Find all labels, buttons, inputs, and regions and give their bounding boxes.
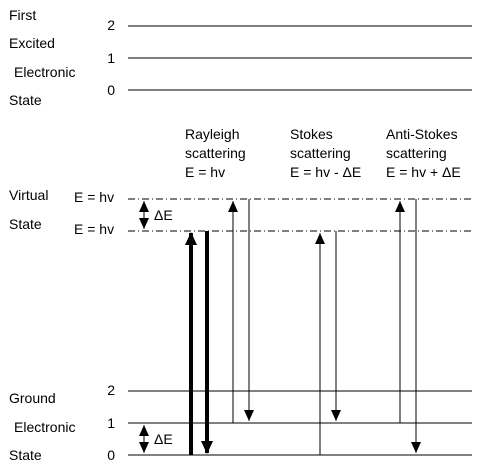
stokes-energy: E = hv - ΔE <box>290 164 362 180</box>
virtual-upper-energy: E = hv <box>74 189 115 205</box>
excited-label-line-3: Electronic <box>14 64 76 80</box>
rayleigh-title-line-1: Rayleigh <box>185 126 240 142</box>
antistokes-title-line-1: Anti-Stokes <box>386 126 458 142</box>
antistokes-energy: E = hv + ΔE <box>386 164 461 180</box>
ground-label-line-1: Ground <box>9 390 56 406</box>
rayleigh-title-line-2: scattering <box>185 145 246 161</box>
excited-level-2-number: 2 <box>107 17 115 33</box>
virtual-label-line-1: Virtual <box>9 187 49 203</box>
ground-label-line-3: State <box>9 447 42 463</box>
ground-gap-label: ΔE <box>154 431 173 447</box>
virtual-lower-energy: E = hv <box>74 221 115 237</box>
stokes-title-line-1: Stokes <box>290 126 333 142</box>
ground-label-line-2: Electronic <box>14 419 76 435</box>
virtual-gap-label: ΔE <box>154 207 173 223</box>
ground-level-0-number: 0 <box>107 447 115 463</box>
excited-level-0-number: 0 <box>107 82 115 98</box>
antistokes-title-line-2: scattering <box>386 145 447 161</box>
rayleigh-energy: E = hv <box>185 164 226 180</box>
ground-level-1-number: 1 <box>107 415 115 431</box>
excited-label-line-2: Excited <box>9 35 55 51</box>
excited-label-line-4: State <box>9 92 42 108</box>
stokes-title-line-2: scattering <box>290 145 351 161</box>
ground-level-2-number: 2 <box>107 382 115 398</box>
excited-label-line-1: First <box>9 7 37 23</box>
excited-level-1-number: 1 <box>107 50 115 66</box>
virtual-label-line-2: State <box>9 216 42 232</box>
